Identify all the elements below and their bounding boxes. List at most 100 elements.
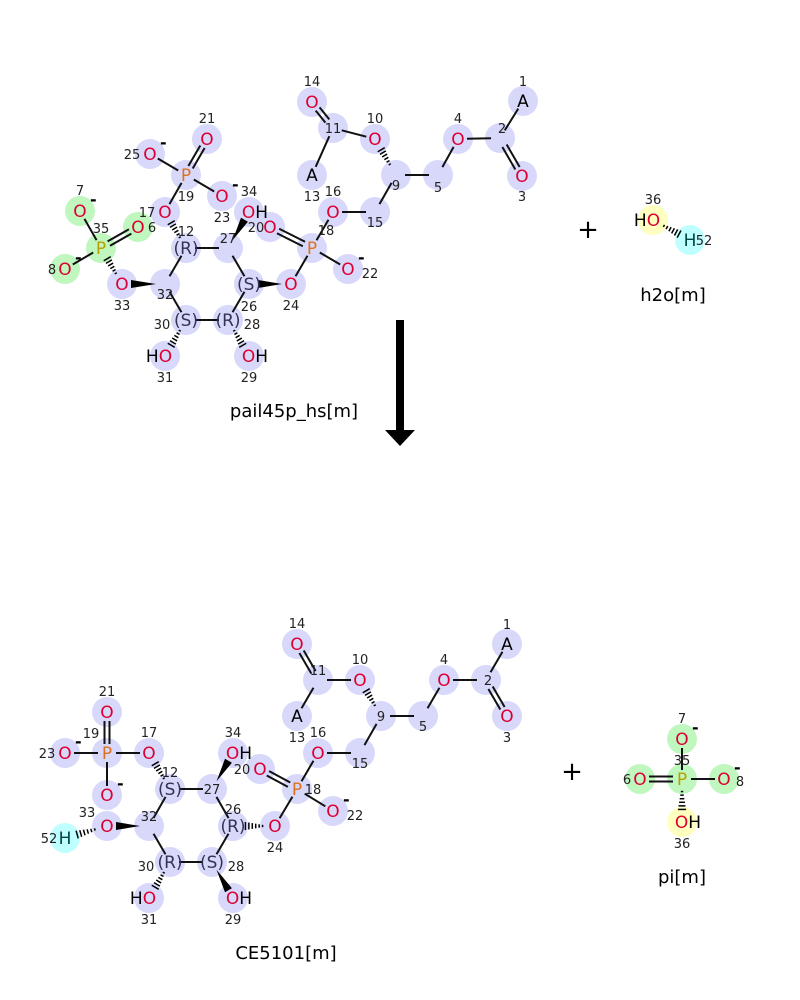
atom-10: O10 [352,653,369,691]
bond-19-25 [157,157,179,172]
bond-32-30 [152,833,167,855]
atom-10: O10 [367,112,384,150]
atom-label: O [131,218,144,238]
atom-highlight [92,811,122,841]
charge-label: - [734,758,741,777]
atom-label: HO [130,889,156,909]
atom-highlight [625,764,655,794]
atom-highlight [303,738,333,768]
atom-highlight [675,225,705,255]
atom-number: 4 [454,112,462,127]
atom-28: (R)28 [215,311,260,333]
atom-number: 23 [214,211,231,226]
bond-18-22 [319,251,341,266]
atom-label: (R) [157,853,182,873]
atom-label: (R) [215,311,240,331]
atom-number: 20 [248,221,265,236]
atom-label: O [158,203,171,223]
atom-label: A [306,166,318,186]
atom-4: O4 [451,112,464,150]
atom-32: 32 [157,288,174,303]
atom-1: A1 [517,75,529,112]
bond-16-18 [315,219,330,241]
charge-label: - [358,248,365,267]
atom-5: 5 [419,720,427,735]
atom-highlight [197,847,227,877]
atom-highlight [429,665,459,695]
atom-number: 23 [39,747,56,762]
atom-label: O [633,770,646,790]
atom-52: H52 [41,829,72,849]
atom-number: 21 [99,685,116,700]
atom-label: O [200,130,213,150]
atom-number: 4 [440,653,448,668]
atom-highlight [171,233,201,263]
bond-30-31 [151,871,166,890]
atom-20: O20 [248,218,277,238]
atom-17: O17 [141,726,158,764]
atom-24: O24 [267,817,284,856]
atom-highlight [360,124,390,154]
molecule-pail: A12O3O459O1011O14A1315O16P18O20O-22O24(S… [48,75,529,386]
atom-label: OH [242,203,268,223]
atom-number: 26 [225,803,242,818]
atom-22: O-22 [341,248,378,282]
bond-1-2 [489,651,504,673]
atom-number: 7 [678,712,686,727]
bond-12-17 [151,761,166,780]
atom-number: 11 [310,664,327,679]
atom-label: (S) [237,275,261,295]
atom-highlight [65,196,95,226]
bond-26-27 [215,796,230,819]
charge-label: - [692,718,699,737]
bond-12-32 [152,796,167,819]
atom-highlight [134,738,164,768]
atom-3: O3 [515,167,528,205]
atom-label: OH [226,744,252,764]
atom-number: 14 [304,75,321,90]
atom-11: 11 [310,664,327,679]
bond-27-34 [232,217,248,241]
atom-label: O [515,167,528,187]
plus-sign-bottom: + [561,757,583,787]
atom-7: O-7 [675,712,698,750]
atom-label: O [341,260,354,280]
atom-highlight [360,197,390,227]
bond-2-4 [466,137,492,140]
bond-19-23 [193,178,215,193]
atom-highlight [107,269,137,299]
atom-32: 32 [141,810,158,825]
atom-label: O [368,130,381,150]
atom-highlight [276,269,306,299]
bond-16-18 [300,760,315,782]
atom-highlight [282,701,312,731]
atom-12: (R)12 [173,225,198,259]
atom-24: O24 [283,275,300,314]
molecule-name-pail45p: pail45p_hs[m] [230,401,358,422]
atom-number: 24 [267,841,284,856]
bond-28-26 [231,291,246,313]
atom-number: 1 [519,75,527,90]
bond-18-20 [276,227,306,248]
atom-label: O [311,744,324,764]
atom-label: O [675,730,688,750]
atom-highlight [135,139,165,169]
atom-number: 16 [310,726,327,741]
atom-number: 33 [79,806,96,821]
atom-highlight [381,160,411,190]
bond-30-31 [167,329,182,348]
atom-label: (S) [158,780,182,800]
atom-label: (R) [220,817,245,837]
bond-36-52 [662,224,682,238]
atom-number: 34 [241,185,258,200]
atom-number: 17 [139,206,156,221]
atom-number: 16 [325,185,342,200]
bond-28-29 [216,869,232,893]
atom-21: O21 [199,112,216,150]
atom-highlight [134,811,164,841]
